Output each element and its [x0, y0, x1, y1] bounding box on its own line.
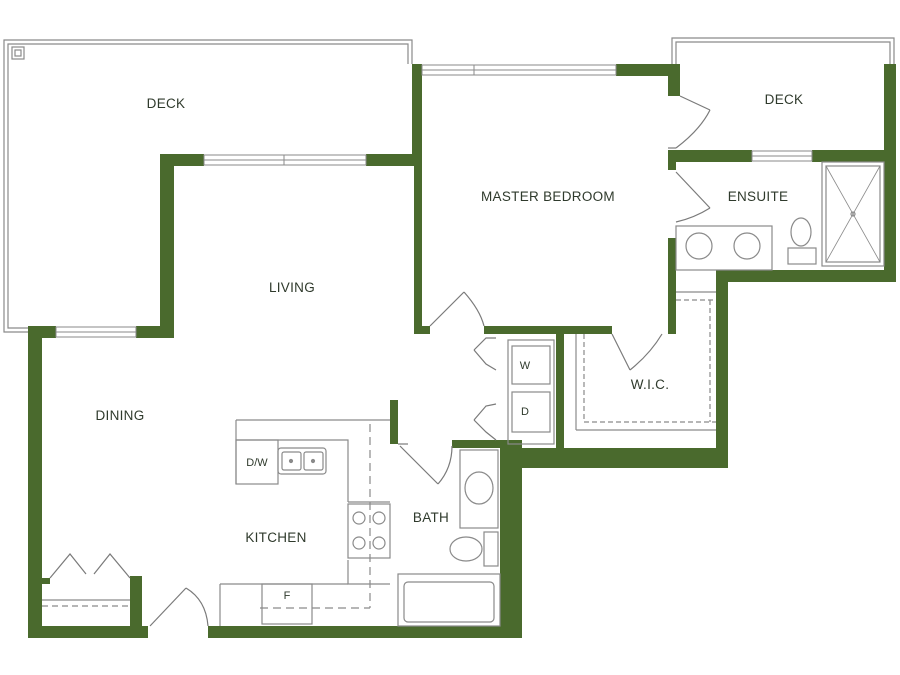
deck-master-outline [671, 37, 895, 64]
deck-master-label: DECK [765, 92, 804, 107]
ensuite-label: ENSUITE [728, 189, 789, 204]
doors [49, 95, 711, 627]
living-label: LIVING [269, 280, 315, 295]
bath-label: BATH [413, 510, 449, 525]
wic-label: W.I.C. [631, 377, 670, 392]
dining-label: DINING [95, 408, 144, 423]
kitchen-label: KITCHEN [245, 530, 306, 545]
dishwasher-label: D/W [246, 457, 268, 469]
windows [55, 64, 813, 338]
walls [28, 64, 896, 638]
washer-label: W [520, 360, 531, 372]
deck-main-outline [3, 39, 413, 333]
dryer-label: D [521, 406, 529, 418]
fixtures [42, 161, 885, 627]
fridge-label: F [284, 590, 291, 602]
master-bedroom-label: MASTER BEDROOM [481, 189, 615, 204]
deck-main-label: DECK [147, 96, 186, 111]
